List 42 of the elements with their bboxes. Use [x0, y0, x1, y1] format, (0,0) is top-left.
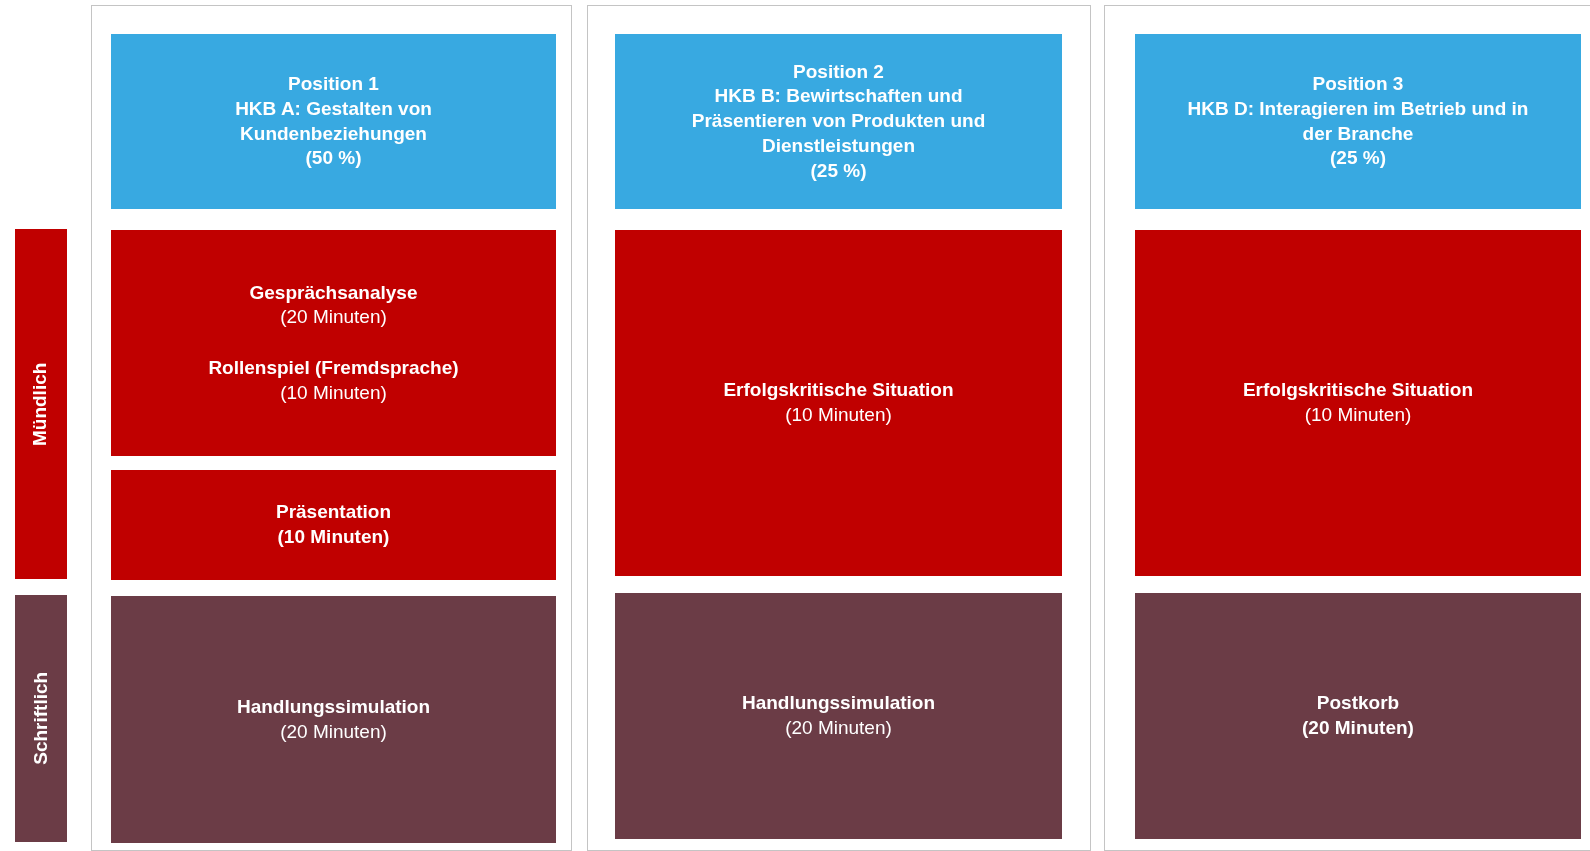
category-bar	[15, 229, 67, 579]
duration-text: (20 Minuten)	[1301, 716, 1415, 740]
position-header-box	[1135, 34, 1581, 209]
header-text: (25 %)	[1329, 146, 1387, 171]
task-title: Handlungssimulation	[740, 691, 937, 716]
duration-text: (10 Minuten)	[784, 403, 893, 427]
position-column	[1104, 5, 1590, 851]
written-exam-box	[111, 596, 556, 843]
oral-exam-box	[1135, 230, 1581, 576]
position-column	[587, 5, 1091, 851]
oral-exam-box	[111, 470, 556, 580]
header-text: Position 3	[1311, 72, 1405, 97]
task-title: Gesprächsanalyse	[248, 280, 419, 305]
category-label: Schriftlich	[28, 671, 52, 767]
header-text: (25 %)	[809, 158, 868, 183]
duration-text: (10 Minuten)	[1303, 403, 1413, 427]
task-title: Handlungssimulation	[235, 694, 432, 719]
written-exam-box	[1135, 593, 1581, 839]
header-text: HKB D: Interagieren im Betrieb und in der Branche	[1186, 96, 1530, 146]
header-text: (50 %)	[304, 146, 363, 171]
task-title: Erfolgskritische Situation	[722, 378, 955, 403]
task-title: Postkorb	[1315, 691, 1401, 716]
category-label: Mündlich	[28, 361, 52, 448]
duration-text: (20 Minuten)	[279, 305, 388, 330]
position-header-box	[111, 34, 556, 209]
header-text: HKB B: Bewirtschaften und Präsentieren von Produkten und Dienstleistungen	[690, 84, 987, 158]
task-title: Rollenspiel (Fremdsprache)	[207, 356, 460, 380]
duration-text: (10 Minuten)	[279, 380, 388, 405]
task-title: Erfolgskritische Situation	[1241, 378, 1475, 403]
oral-exam-box	[111, 230, 556, 456]
header-text: Position 2	[792, 59, 885, 84]
duration-text: (10 Minuten)	[276, 525, 391, 549]
category-bar	[15, 595, 67, 842]
oral-exam-box	[615, 230, 1062, 576]
header-text: HKB A: Gestalten von Kundenbeziehungen	[234, 96, 433, 146]
duration-text: (20 Minuten)	[784, 716, 893, 740]
written-exam-box	[615, 593, 1062, 839]
task-title: Präsentation	[274, 500, 393, 525]
position-column	[91, 5, 572, 851]
header-text: Position 1	[287, 72, 380, 97]
duration-text: (20 Minuten)	[279, 719, 388, 744]
position-header-box	[615, 34, 1062, 209]
